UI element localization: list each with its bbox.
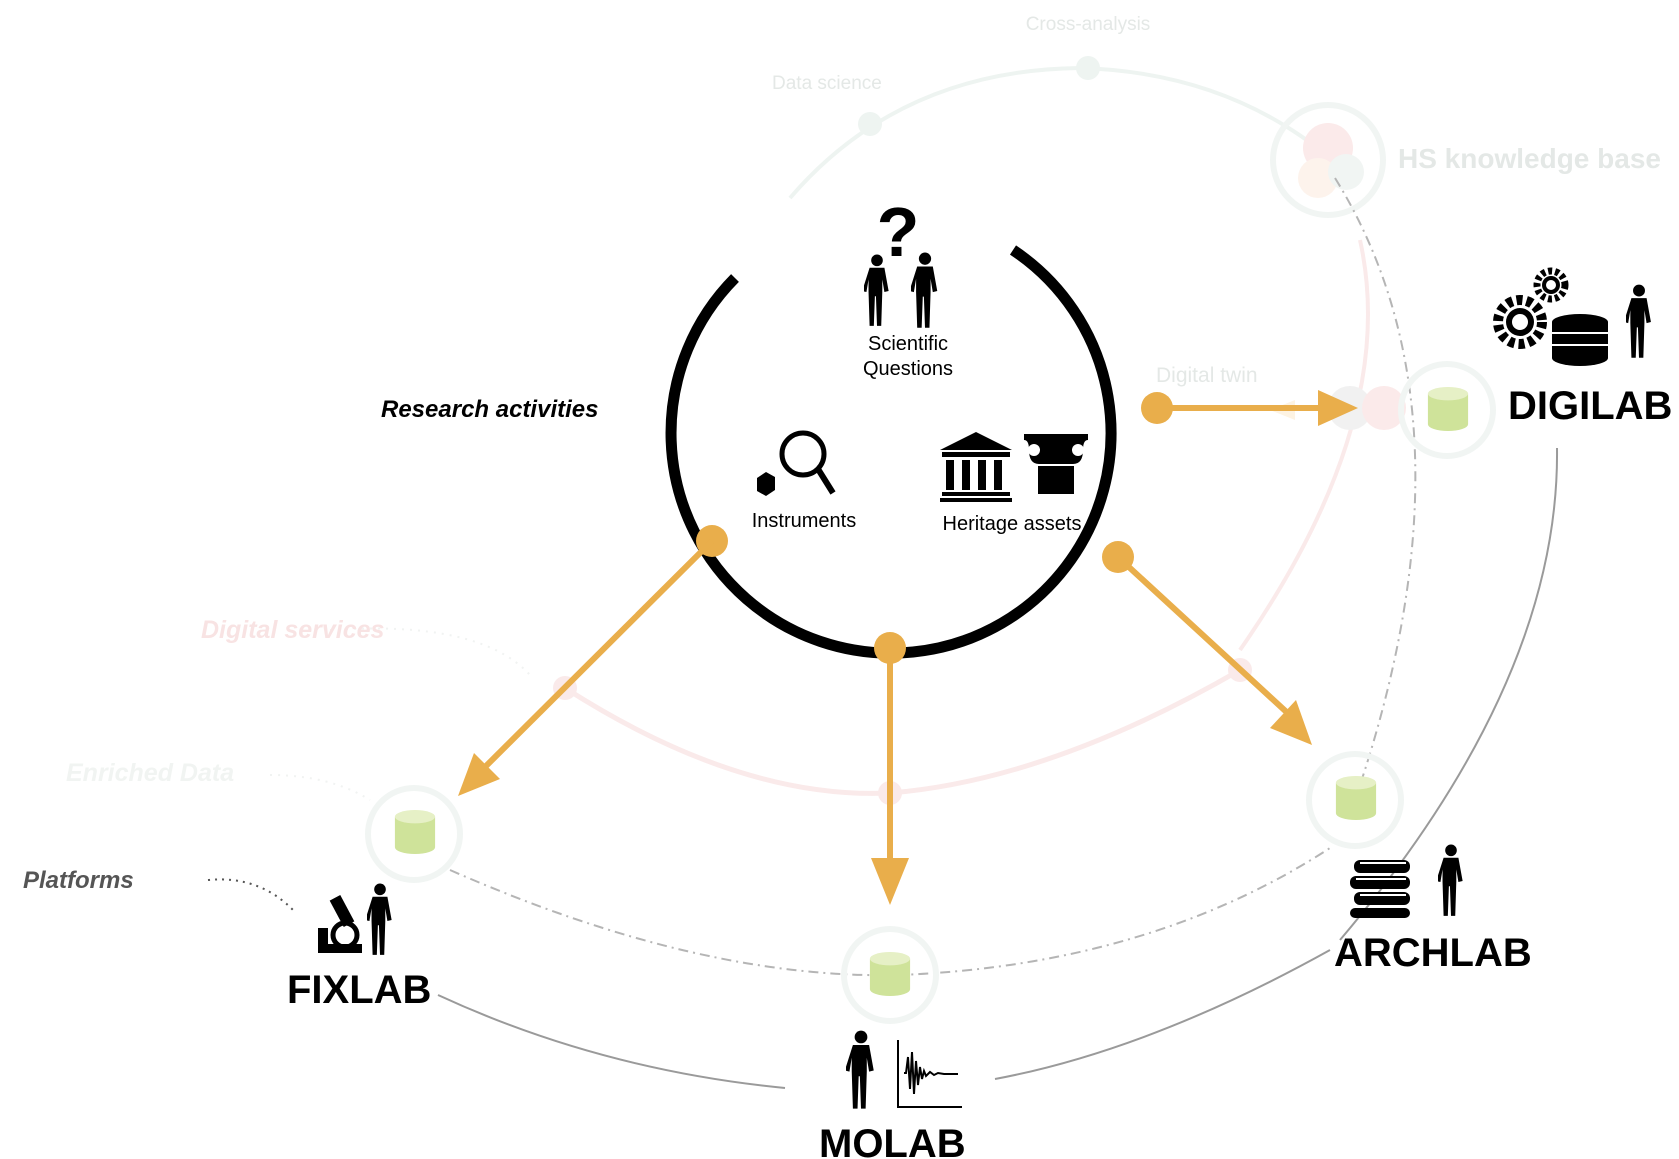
museum-icon [940,432,1012,502]
archlab-label: ARCHLAB [1334,931,1532,975]
gears-icon [1493,267,1569,349]
arrow-to-digilab [1141,390,1358,426]
data-science-label: Data science [772,73,882,94]
cross-analysis-label: Cross-analysis [1026,14,1151,35]
flow-arrows [458,390,1358,905]
column-capital-icon [1024,434,1088,494]
fixlab-researcher-icon [367,883,392,955]
ring-contents: ? Scientific Questions Instruments He [752,193,1088,535]
hs-knowledge-base-label: HS knowledge base [1398,143,1661,174]
platforms-label: Platforms [23,867,134,894]
microscope-icon [318,894,362,953]
molab-database-icon [869,952,911,996]
molab-platform: MOLAB [819,1030,966,1159]
arrow-to-fixlab [458,525,728,796]
digilab-platform: DIGILAB [1493,267,1672,428]
magnifier-icon [757,430,836,496]
archlab-database-icon [1335,776,1377,820]
digilab-researcher-icon [1626,284,1651,358]
archlab-platform: ARCHLAB [1334,844,1532,975]
spectrum-chart-icon [897,1040,962,1108]
server-stack-icon [1552,314,1608,366]
arrow-to-archlab [1102,541,1312,745]
fixlab-label: FIXLAB [287,968,431,1012]
scientific-questions-line1: Scientific [868,333,948,355]
data-stores [365,361,1496,1024]
background-layer: Cross-analysis Data science HS knowledge… [66,14,1661,805]
arrow-to-molab [871,632,909,905]
fixlab-database-icon [394,810,436,854]
fixlab-platform: FIXLAB [287,883,431,1012]
instruments-label: Instruments [752,510,856,532]
question-mark-icon: ? [877,193,920,271]
research-activities-label: Research activities [381,396,598,423]
scientific-questions-line2: Questions [863,358,953,380]
books-icon [1350,860,1410,918]
enriched-data-label: Enriched Data [66,759,234,787]
archlab-researcher-icon [1438,844,1463,916]
digilab-label: DIGILAB [1508,384,1672,428]
molab-researcher-icon [846,1030,874,1109]
digital-twin-label: Digital twin [1156,364,1258,387]
digilab-database-icon [1427,387,1469,431]
digital-services-label: Digital services [201,616,385,644]
research-ring [665,245,1117,659]
heritage-assets-label: Heritage assets [943,513,1082,535]
molab-label: MOLAB [819,1122,966,1159]
